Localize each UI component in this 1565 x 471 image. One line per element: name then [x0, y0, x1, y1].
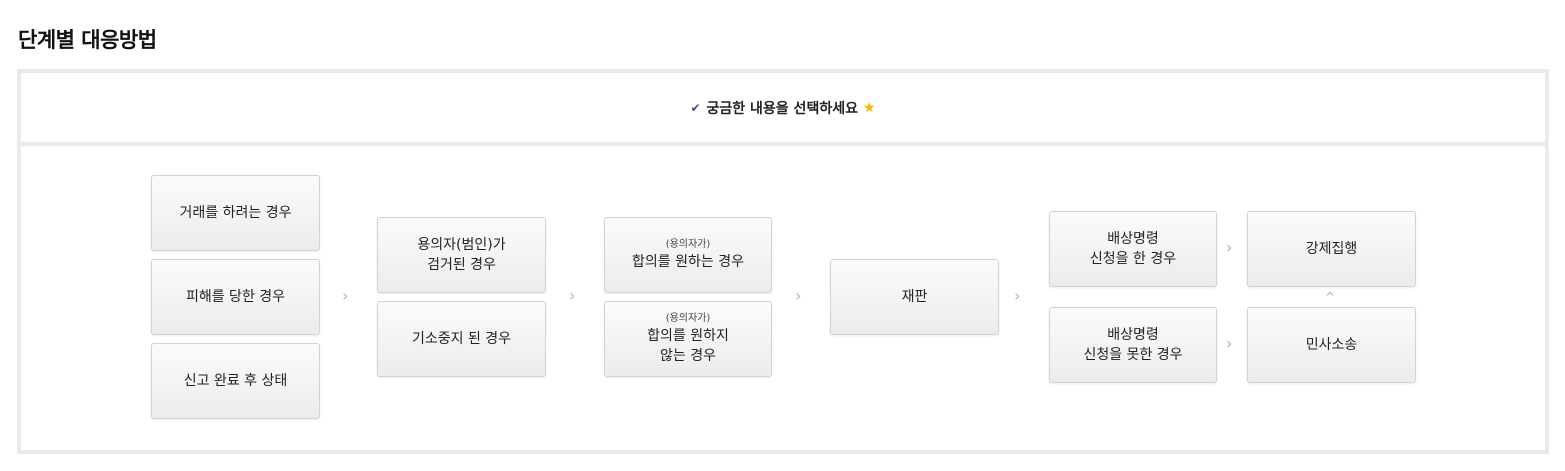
step-label-line2: 않는 경우 [660, 348, 716, 364]
prompt-header: ✔ 궁금한 내용을 선택하세요 ★ [21, 73, 1545, 146]
page-title: 단계별 대응방법 [18, 28, 157, 52]
step-enforcement-button[interactable]: 강제집행 [1247, 211, 1416, 287]
prompt-text: 궁금한 내용을 선택하세요 [706, 100, 858, 117]
check-icon: ✔ [690, 100, 701, 115]
step-damaged-button[interactable]: 피해를 당한 경우 [151, 259, 320, 335]
step-label: 피해를 당한 경우 [185, 289, 286, 305]
step-label-line1: 배상명령 [1107, 327, 1159, 343]
step-compensation-filed-button[interactable]: 배상명령 신청을 한 경우 [1049, 211, 1217, 287]
chevron-right-icon: › [1226, 238, 1233, 257]
step-suspect-arrested-button[interactable]: 용의자(범인)가 검거된 경우 [377, 217, 546, 293]
chevron-right-icon: › [342, 286, 349, 305]
chevron-right-icon: › [1226, 334, 1233, 353]
step-label: 기소중지 된 경우 [411, 331, 512, 347]
step-label-line2: 신청을 못한 경우 [1083, 347, 1183, 363]
step-sublabel: (용의자가) [665, 239, 711, 250]
step-prosecution-suspended-button[interactable]: 기소중지 된 경우 [377, 301, 546, 377]
step-label: 재판 [901, 289, 928, 305]
step-label: 신고 완료 후 상태 [183, 373, 288, 389]
chevron-up-icon: ^ [1325, 290, 1336, 304]
step-label: 합의를 원하는 경우 [632, 254, 744, 270]
step-label-line2: 신청을 한 경우 [1089, 251, 1177, 267]
step-label: 거래를 하려는 경우 [179, 205, 292, 221]
step-compensation-not-filed-button[interactable]: 배상명령 신청을 못한 경우 [1049, 307, 1217, 383]
step-settlement-not-wanted-button[interactable]: (용의자가) 합의를 원하지 않는 경우 [604, 301, 772, 377]
step-sublabel: (용의자가) [665, 313, 711, 324]
chevron-right-icon: › [569, 286, 576, 305]
star-icon: ★ [862, 99, 876, 116]
step-settlement-wanted-button[interactable]: (용의자가) 합의를 원하는 경우 [604, 217, 772, 293]
chevron-right-icon: › [795, 286, 802, 305]
chevron-right-icon: › [1014, 286, 1021, 305]
step-civil-lawsuit-button[interactable]: 민사소송 [1247, 307, 1416, 383]
step-label: 민사소송 [1305, 337, 1358, 353]
step-report-complete-button[interactable]: 신고 완료 후 상태 [151, 343, 320, 419]
step-trading-button[interactable]: 거래를 하려는 경우 [151, 175, 320, 251]
step-label-line1: 용의자(범인)가 [417, 237, 506, 253]
step-label-line1: 배상명령 [1107, 231, 1159, 247]
step-label-line1: 합의를 원하지 [647, 328, 729, 344]
step-label: 강제집행 [1305, 241, 1358, 257]
step-trial-button[interactable]: 재판 [830, 259, 999, 335]
step-label-line2: 검거된 경우 [427, 257, 496, 273]
